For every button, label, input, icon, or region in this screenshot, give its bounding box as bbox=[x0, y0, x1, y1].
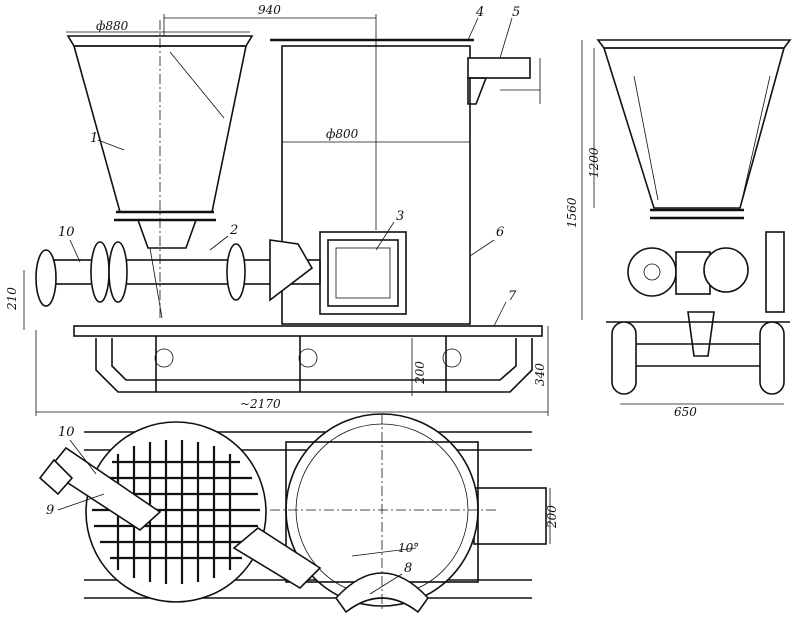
callout-4: 4 bbox=[475, 5, 484, 20]
dim-1560: 1560 bbox=[565, 197, 579, 228]
front-dimension-lines bbox=[23, 14, 549, 416]
dim-650: 650 bbox=[674, 405, 697, 419]
dim-940: 940 bbox=[258, 3, 281, 17]
mixing-chamber bbox=[270, 38, 541, 325]
base-frame bbox=[73, 325, 543, 393]
plan-view bbox=[38, 413, 551, 614]
dim-hopper-diameter: ф880 bbox=[96, 19, 129, 33]
inspection-hatch bbox=[319, 231, 407, 315]
callout-10-front: 10 bbox=[58, 225, 75, 240]
front-view bbox=[23, 14, 549, 416]
dim-1200: 1200 bbox=[587, 147, 601, 178]
callout-1: 1 bbox=[90, 131, 98, 146]
dim-angle: 10° bbox=[398, 541, 419, 555]
hopper bbox=[66, 35, 254, 249]
dim-340: 340 bbox=[533, 363, 547, 386]
callout-2: 2 bbox=[229, 223, 238, 238]
dim-chamber-diameter: ф800 bbox=[326, 127, 359, 141]
dim-overall-length: ~2170 bbox=[240, 397, 281, 411]
callout-6: 6 bbox=[496, 225, 504, 240]
dim-210: 210 bbox=[5, 287, 19, 311]
callout-5: 5 bbox=[512, 5, 520, 20]
callout-10-plan: 10 bbox=[58, 425, 75, 440]
dim-200-plan: 200 bbox=[545, 505, 559, 529]
callout-8: 8 bbox=[404, 561, 412, 576]
callout-7: 7 bbox=[508, 289, 517, 304]
feed-pipe bbox=[35, 239, 321, 319]
side-view bbox=[581, 39, 792, 405]
dim-200-front: 200 bbox=[413, 361, 427, 385]
callout-3: 3 bbox=[396, 209, 404, 224]
callout-9: 9 bbox=[46, 503, 54, 518]
